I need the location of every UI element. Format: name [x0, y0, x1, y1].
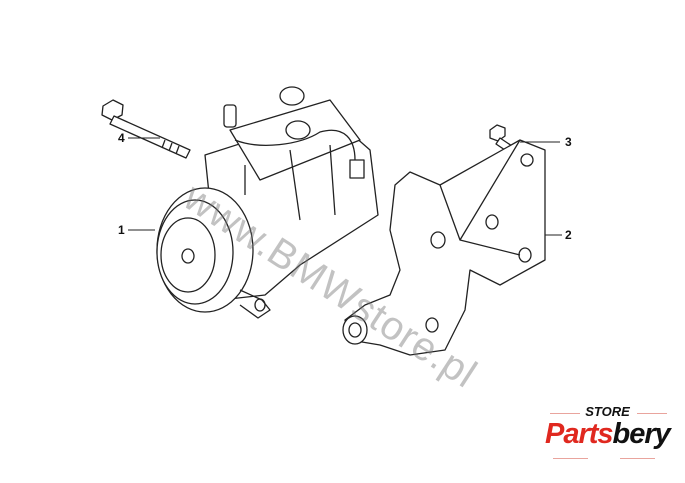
partsbery-logo: STORE Partsbery	[545, 400, 671, 470]
compressor-bracket-part	[342, 139, 546, 356]
callout-3: 3	[565, 135, 572, 149]
long-bolt-part	[101, 99, 191, 159]
callout-leaders	[128, 137, 562, 236]
logo-name-red: Parts	[545, 418, 614, 450]
logo-name-black: bery	[612, 418, 671, 450]
callout-2: 2	[565, 228, 572, 242]
logo-store-text: STORE	[585, 404, 630, 419]
ac-compressor-part	[156, 86, 379, 319]
logo-name: Partsbery	[545, 418, 671, 451]
callout-4: 4	[118, 131, 125, 145]
callout-1: 1	[118, 223, 125, 237]
